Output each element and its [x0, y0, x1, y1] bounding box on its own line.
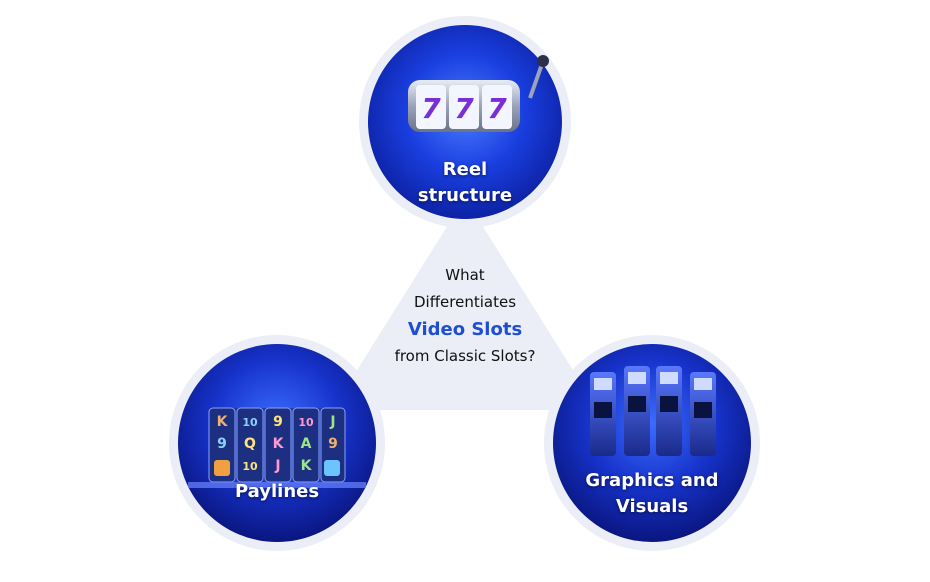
- svg-text:7: 7: [454, 92, 474, 125]
- svg-text:7: 7: [487, 92, 507, 125]
- circle-reel-structure: 7 7 7: [359, 16, 571, 228]
- payline-symbol: K: [301, 458, 313, 474]
- slot-machine-777-icon: 7 7 7: [408, 55, 549, 132]
- payline-symbol: 9: [273, 414, 283, 430]
- center-highlight: Video Slots: [407, 319, 523, 340]
- center-line-2: Differentiates: [413, 293, 517, 311]
- circle-graphics-visuals: [544, 335, 760, 551]
- label-graphics-line2: Visuals: [615, 496, 689, 517]
- payline-symbol: 9: [328, 436, 338, 452]
- payline-symbol: Q: [244, 436, 256, 452]
- label-reel-structure: Reel structure: [417, 159, 513, 206]
- label-paylines: Paylines: [234, 481, 320, 502]
- payline-symbol: K: [273, 436, 285, 452]
- payline-symbol: J: [329, 414, 335, 430]
- payline-symbol: 10: [242, 416, 258, 429]
- payline-symbol: A: [301, 436, 312, 452]
- slot-cabinets-icon: [590, 366, 716, 456]
- payline-symbol: J: [274, 458, 280, 474]
- label-graphics-line1: Graphics and: [585, 470, 719, 491]
- center-line-1: What: [445, 266, 485, 284]
- svg-text:7: 7: [421, 92, 441, 125]
- payline-symbol: K: [217, 414, 229, 430]
- label-graphics-visuals: Graphics and Visuals: [572, 468, 732, 520]
- center-triangle: [332, 198, 598, 410]
- payline-symbol: 10: [242, 460, 258, 473]
- center-line-4: from Classic Slots?: [394, 347, 536, 365]
- center-question: What Differentiates Video Slots from Cla…: [370, 262, 560, 370]
- payline-symbol: 9: [217, 436, 227, 452]
- payline-symbol: 10: [298, 416, 314, 429]
